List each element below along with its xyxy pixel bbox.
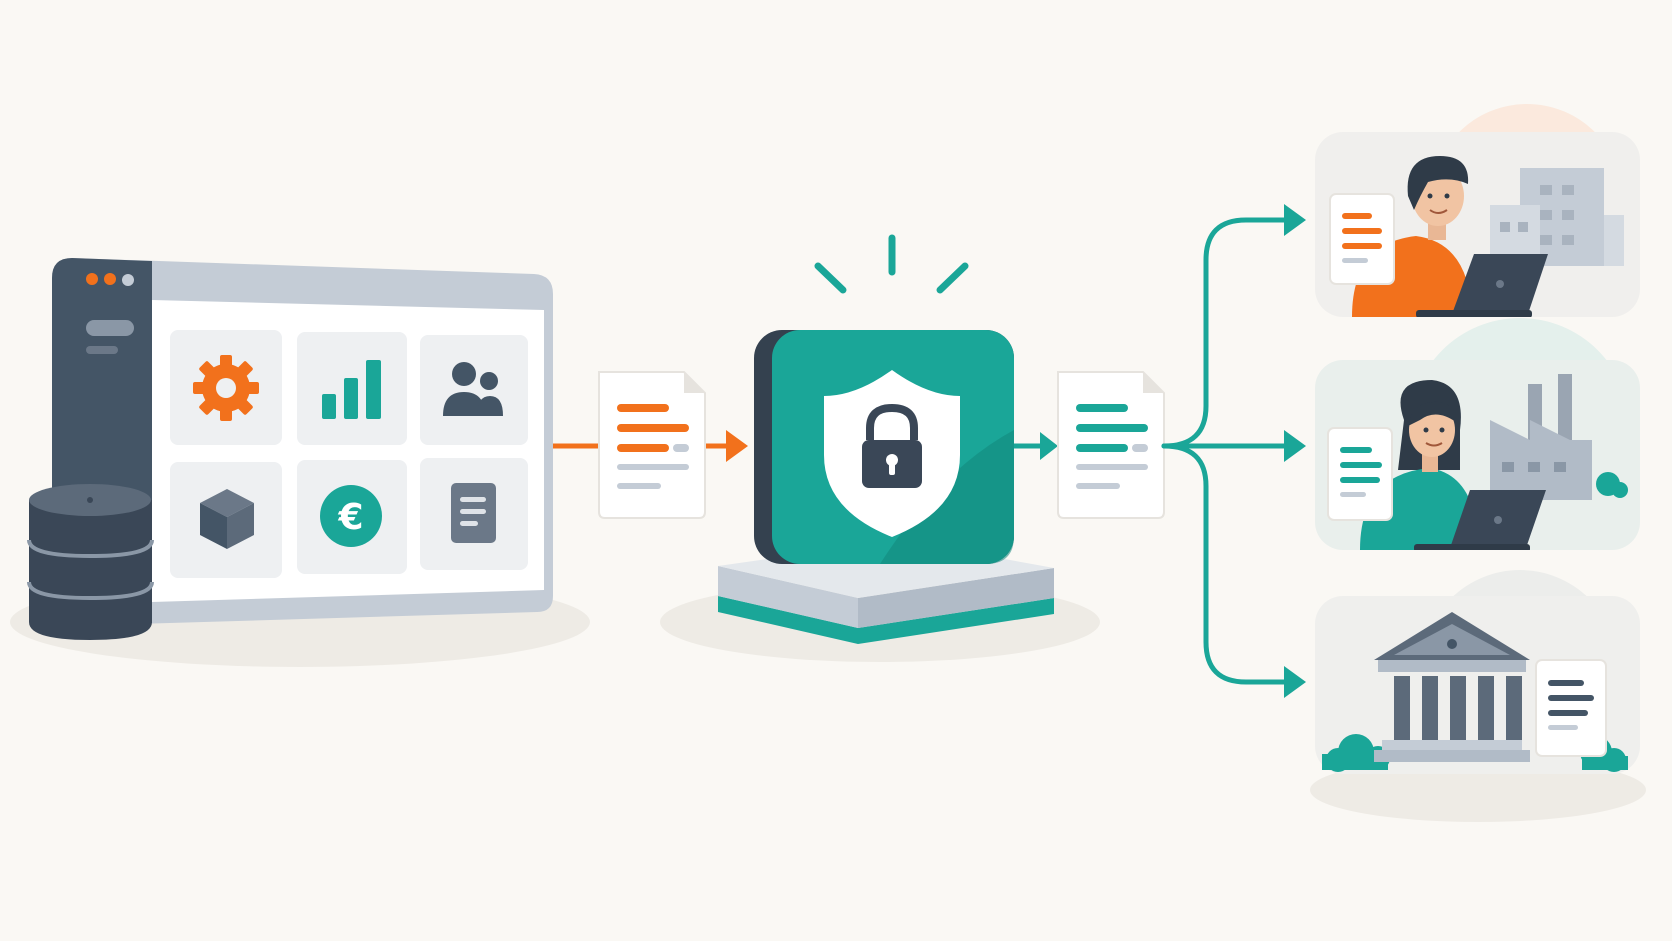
tree-icon — [1596, 472, 1628, 498]
branch-connectors — [1161, 217, 1293, 685]
window-dot-orange-1[interactable] — [86, 273, 98, 285]
sidebar-menu-item[interactable] — [86, 320, 134, 336]
users-icon — [443, 362, 503, 416]
recipient-woman-factory[interactable] — [1315, 318, 1640, 552]
document-icon — [1329, 193, 1395, 285]
laptop-icon — [1416, 254, 1548, 317]
tile-users[interactable] — [420, 335, 528, 445]
flow-arrow-in — [726, 430, 748, 462]
factory-icon — [1490, 374, 1592, 500]
source-app-group: € — [10, 258, 590, 667]
arrow-recipient-1 — [1284, 204, 1306, 236]
input-document — [598, 371, 706, 519]
arrow-recipient-3 — [1284, 666, 1306, 698]
euro-glyph: € — [337, 497, 363, 538]
document-icon — [1535, 659, 1607, 757]
government-building-icon — [1374, 612, 1530, 762]
arrow-recipient-2 — [1284, 430, 1306, 462]
window-dot-gray[interactable] — [122, 274, 134, 286]
security-hub — [660, 234, 1100, 662]
output-flow — [1014, 204, 1306, 698]
document-icon — [1327, 427, 1393, 521]
sidebar-menu-item-secondary[interactable] — [86, 346, 118, 354]
shield-lock-icon — [824, 370, 960, 537]
database-icon — [27, 484, 154, 640]
recipient-government[interactable] — [1310, 570, 1646, 822]
output-document — [1057, 371, 1165, 519]
window-dot-orange-2[interactable] — [104, 273, 116, 285]
gear-icon — [193, 355, 259, 421]
input-flow — [553, 371, 748, 519]
box-icon — [200, 489, 254, 549]
laptop-icon — [1414, 490, 1546, 550]
office-building-icon — [1490, 168, 1624, 266]
euro-icon: € — [320, 485, 382, 547]
bar-chart-icon — [322, 360, 381, 419]
alert-rays-icon — [814, 234, 969, 294]
document-icon — [451, 483, 496, 543]
flow-arrow-out — [1040, 432, 1058, 460]
recipient-man-office[interactable] — [1315, 104, 1640, 318]
